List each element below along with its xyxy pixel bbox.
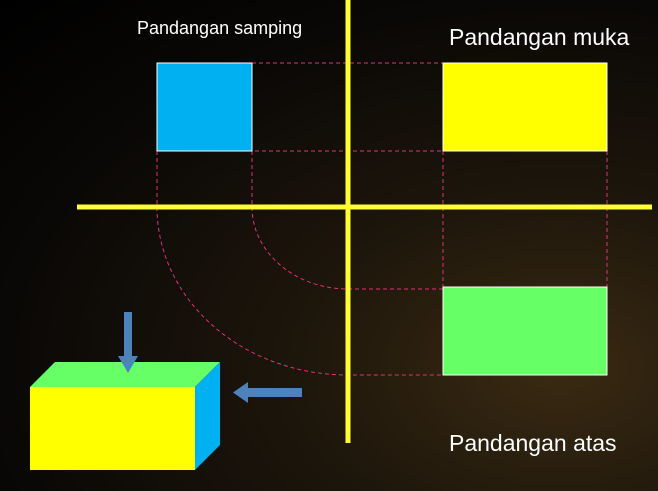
side-view-label: Pandangan samping [137, 18, 303, 38]
box-3d [30, 362, 220, 470]
box-front-face [30, 387, 195, 470]
box-side-face [195, 362, 220, 470]
projection-arc-outer [156, 206, 443, 376]
arrow-left-icon [233, 382, 302, 403]
front-view-label: Pandangan muka [449, 24, 630, 50]
projection-arc-inner [251, 206, 443, 290]
front-view-rect [442, 62, 608, 152]
arrow-down-icon [118, 312, 138, 373]
box-top-face [30, 362, 220, 387]
top-view-rect [442, 286, 608, 376]
top-view-label: Pandangan atas [449, 430, 617, 456]
side-view-rect [156, 62, 253, 152]
